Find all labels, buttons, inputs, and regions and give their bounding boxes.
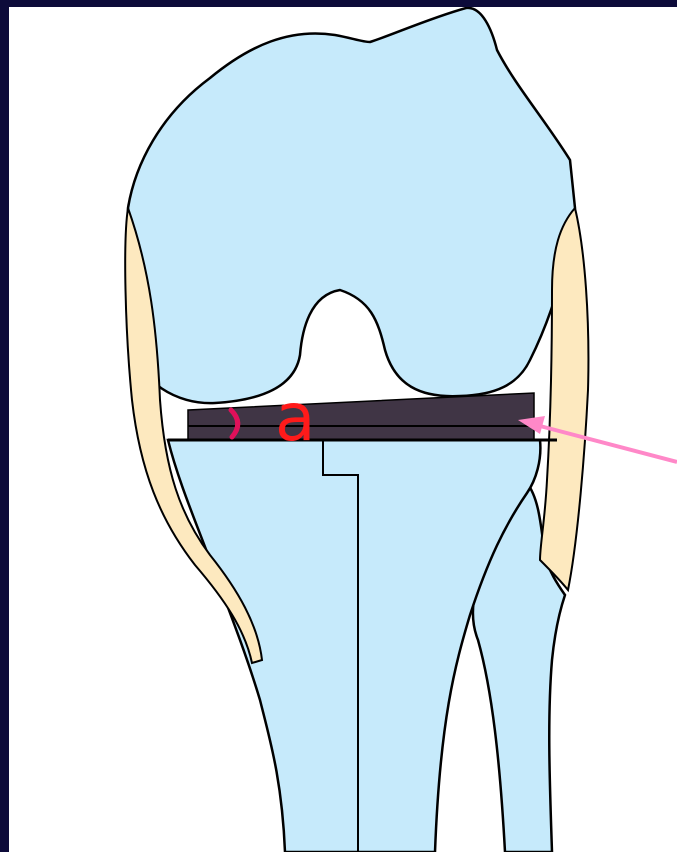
knee-illustration bbox=[9, 7, 677, 852]
femur bbox=[128, 8, 575, 403]
diagram-canvas: a bbox=[9, 7, 677, 852]
angle-label: a bbox=[275, 385, 315, 451]
